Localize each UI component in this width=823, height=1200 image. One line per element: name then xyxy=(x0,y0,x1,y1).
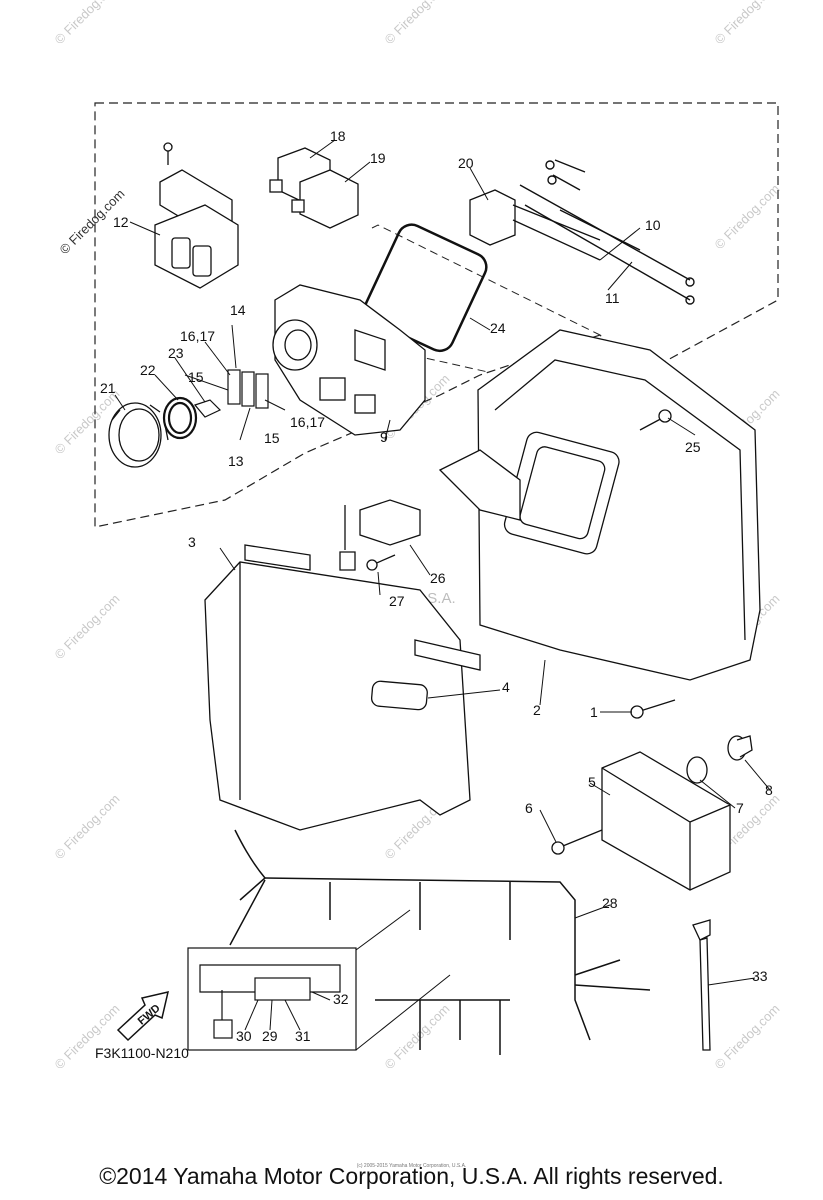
callout: 8 xyxy=(765,782,773,798)
callout: 16,17 xyxy=(180,328,215,344)
callout: 10 xyxy=(645,217,661,233)
cables-10-11 xyxy=(519,159,695,305)
part-20-coil xyxy=(469,189,641,261)
diagram-code: F3K1100-N210 xyxy=(95,1045,189,1061)
watermark: © Firedog.com xyxy=(52,0,123,47)
screws xyxy=(366,409,676,855)
part-14-connector xyxy=(227,369,269,409)
part-18-19-relays xyxy=(269,147,359,229)
part-5-ecu xyxy=(601,751,731,891)
assembly-boundary xyxy=(94,102,779,528)
callout: 22 xyxy=(140,362,156,378)
inset-detail xyxy=(187,947,357,1051)
callout: 33 xyxy=(752,968,768,984)
small-copyright: (c) 2005-2015 Yamaha Motor Corporation, … xyxy=(356,1163,467,1169)
watermark: © Firedog.com xyxy=(712,0,783,47)
part-33-tie xyxy=(692,919,711,1051)
gasket-leader xyxy=(371,224,601,336)
part-12-cover xyxy=(154,142,239,289)
part-22-ring xyxy=(162,396,198,440)
callout: 20 xyxy=(458,155,474,171)
leader-lines xyxy=(114,139,771,1051)
callout: 9 xyxy=(380,429,388,445)
callout: 16,17 xyxy=(290,414,325,430)
parts-7-8-grommets xyxy=(686,735,753,784)
callout: 12 xyxy=(113,214,129,230)
callout: 23 xyxy=(168,345,184,361)
callout: 6 xyxy=(525,800,533,816)
callout: 29 xyxy=(262,1028,278,1044)
callout: 31 xyxy=(295,1028,311,1044)
callout: 15 xyxy=(264,430,280,446)
callout: 18 xyxy=(330,128,346,144)
watermark: © Firedog.com xyxy=(52,1001,123,1072)
footer-copyright: ©2014 Yamaha Motor Corporation, U.S.A. A… xyxy=(99,1163,724,1189)
callout: 21 xyxy=(100,380,116,396)
part-28-harness xyxy=(229,829,651,1055)
callout: 19 xyxy=(370,150,386,166)
callout: 11 xyxy=(605,290,620,306)
callout: 27 xyxy=(389,593,405,609)
part-2-box xyxy=(438,329,761,681)
watermark: © Firedog.com xyxy=(382,1001,453,1072)
callout: 25 xyxy=(685,439,701,455)
callout: 7 xyxy=(736,800,744,816)
callout: 24 xyxy=(490,320,506,336)
part-23-plug xyxy=(193,399,222,418)
callout: 32 xyxy=(333,991,349,1007)
part-9-housing xyxy=(272,284,426,436)
watermark: © Firedog.com xyxy=(382,0,453,47)
callout-layer: 1 2 3 4 5 6 7 8 9 10 11 12 13 14 15 15 1… xyxy=(100,128,773,1044)
callout: 26 xyxy=(430,570,446,586)
part-21-cap xyxy=(108,402,169,468)
watermark: © Firedog.com xyxy=(52,591,123,662)
callout: 30 xyxy=(236,1028,252,1044)
callout: 1 xyxy=(590,704,598,720)
callout: 14 xyxy=(230,302,246,318)
callout: 15 xyxy=(188,369,204,385)
callout: 5 xyxy=(588,774,596,790)
callout: 4 xyxy=(502,679,510,695)
watermark: © Firedog.com xyxy=(712,1001,783,1072)
callout: 28 xyxy=(602,895,618,911)
watermark: © Firedog.com xyxy=(52,791,123,862)
callout: 3 xyxy=(188,534,196,550)
part-26-sensor xyxy=(339,499,421,571)
callout: 2 xyxy=(533,702,541,718)
watermark: © Firedog.com xyxy=(712,181,783,252)
callout: 13 xyxy=(228,453,244,469)
part-3-cover xyxy=(204,544,481,831)
fwd-arrow-icon: FWD xyxy=(116,990,170,1042)
